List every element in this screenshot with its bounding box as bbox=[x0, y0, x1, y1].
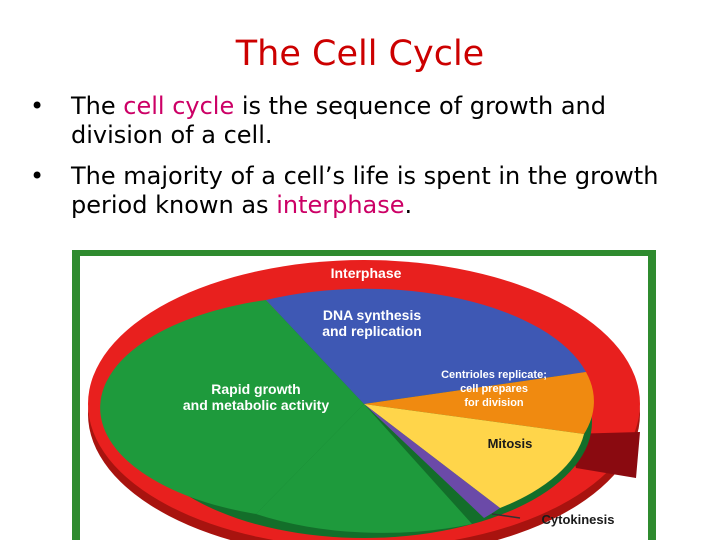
sector-mitosis bbox=[364, 404, 584, 508]
bullet-item-cell-cycle: • The cell cycle is the sequence of grow… bbox=[30, 92, 690, 150]
sector-growth bbox=[100, 300, 364, 514]
label-growth-line2: and metabolic activity bbox=[183, 397, 329, 413]
highlight-term-cell-cycle: cell cycle bbox=[123, 92, 235, 120]
bullet-item-interphase: • The majority of a cell’s life is spent… bbox=[30, 162, 690, 220]
label-dna-line1: DNA synthesis bbox=[323, 307, 422, 323]
cell-cycle-figure: Interphase DNA synthesis and replication… bbox=[80, 256, 648, 540]
label-centrioles-line2: cell prepares bbox=[460, 383, 528, 395]
ring-label-interphase: Interphase bbox=[331, 265, 402, 281]
bullet-marker: • bbox=[30, 162, 45, 190]
bullet-text: The bbox=[71, 92, 124, 120]
bullet-text: . bbox=[404, 191, 413, 219]
highlight-term-interphase: interphase bbox=[276, 191, 405, 219]
bullet-text: The majority of a cell’s life is spent i… bbox=[71, 162, 659, 219]
bullet-text: is the sequence of growth and division o… bbox=[71, 92, 606, 149]
sector-dna bbox=[266, 288, 586, 404]
bullet-list: • The cell cycle is the sequence of grow… bbox=[30, 92, 690, 232]
cytokinesis-pointer bbox=[491, 513, 521, 519]
label-cytokinesis: Cytokinesis bbox=[542, 512, 615, 527]
label-centrioles-line3: for division bbox=[464, 397, 524, 409]
label-centrioles-line1: Centrioles replicate; bbox=[441, 369, 547, 381]
label-dna-line2: and replication bbox=[322, 323, 422, 339]
cell-cycle-figure-frame: Interphase DNA synthesis and replication… bbox=[72, 250, 656, 540]
cell-cycle-diagram: Interphase DNA synthesis and replication… bbox=[88, 260, 640, 540]
slide-title: The Cell Cycle bbox=[235, 34, 485, 74]
label-mitosis: Mitosis bbox=[488, 436, 533, 451]
sector-growth-lower bbox=[256, 404, 472, 533]
label-growth-line1: Rapid growth bbox=[211, 381, 300, 397]
sector-cytokinesis bbox=[364, 404, 500, 518]
bullet-marker: • bbox=[30, 92, 45, 120]
sector-centrioles bbox=[364, 372, 594, 434]
